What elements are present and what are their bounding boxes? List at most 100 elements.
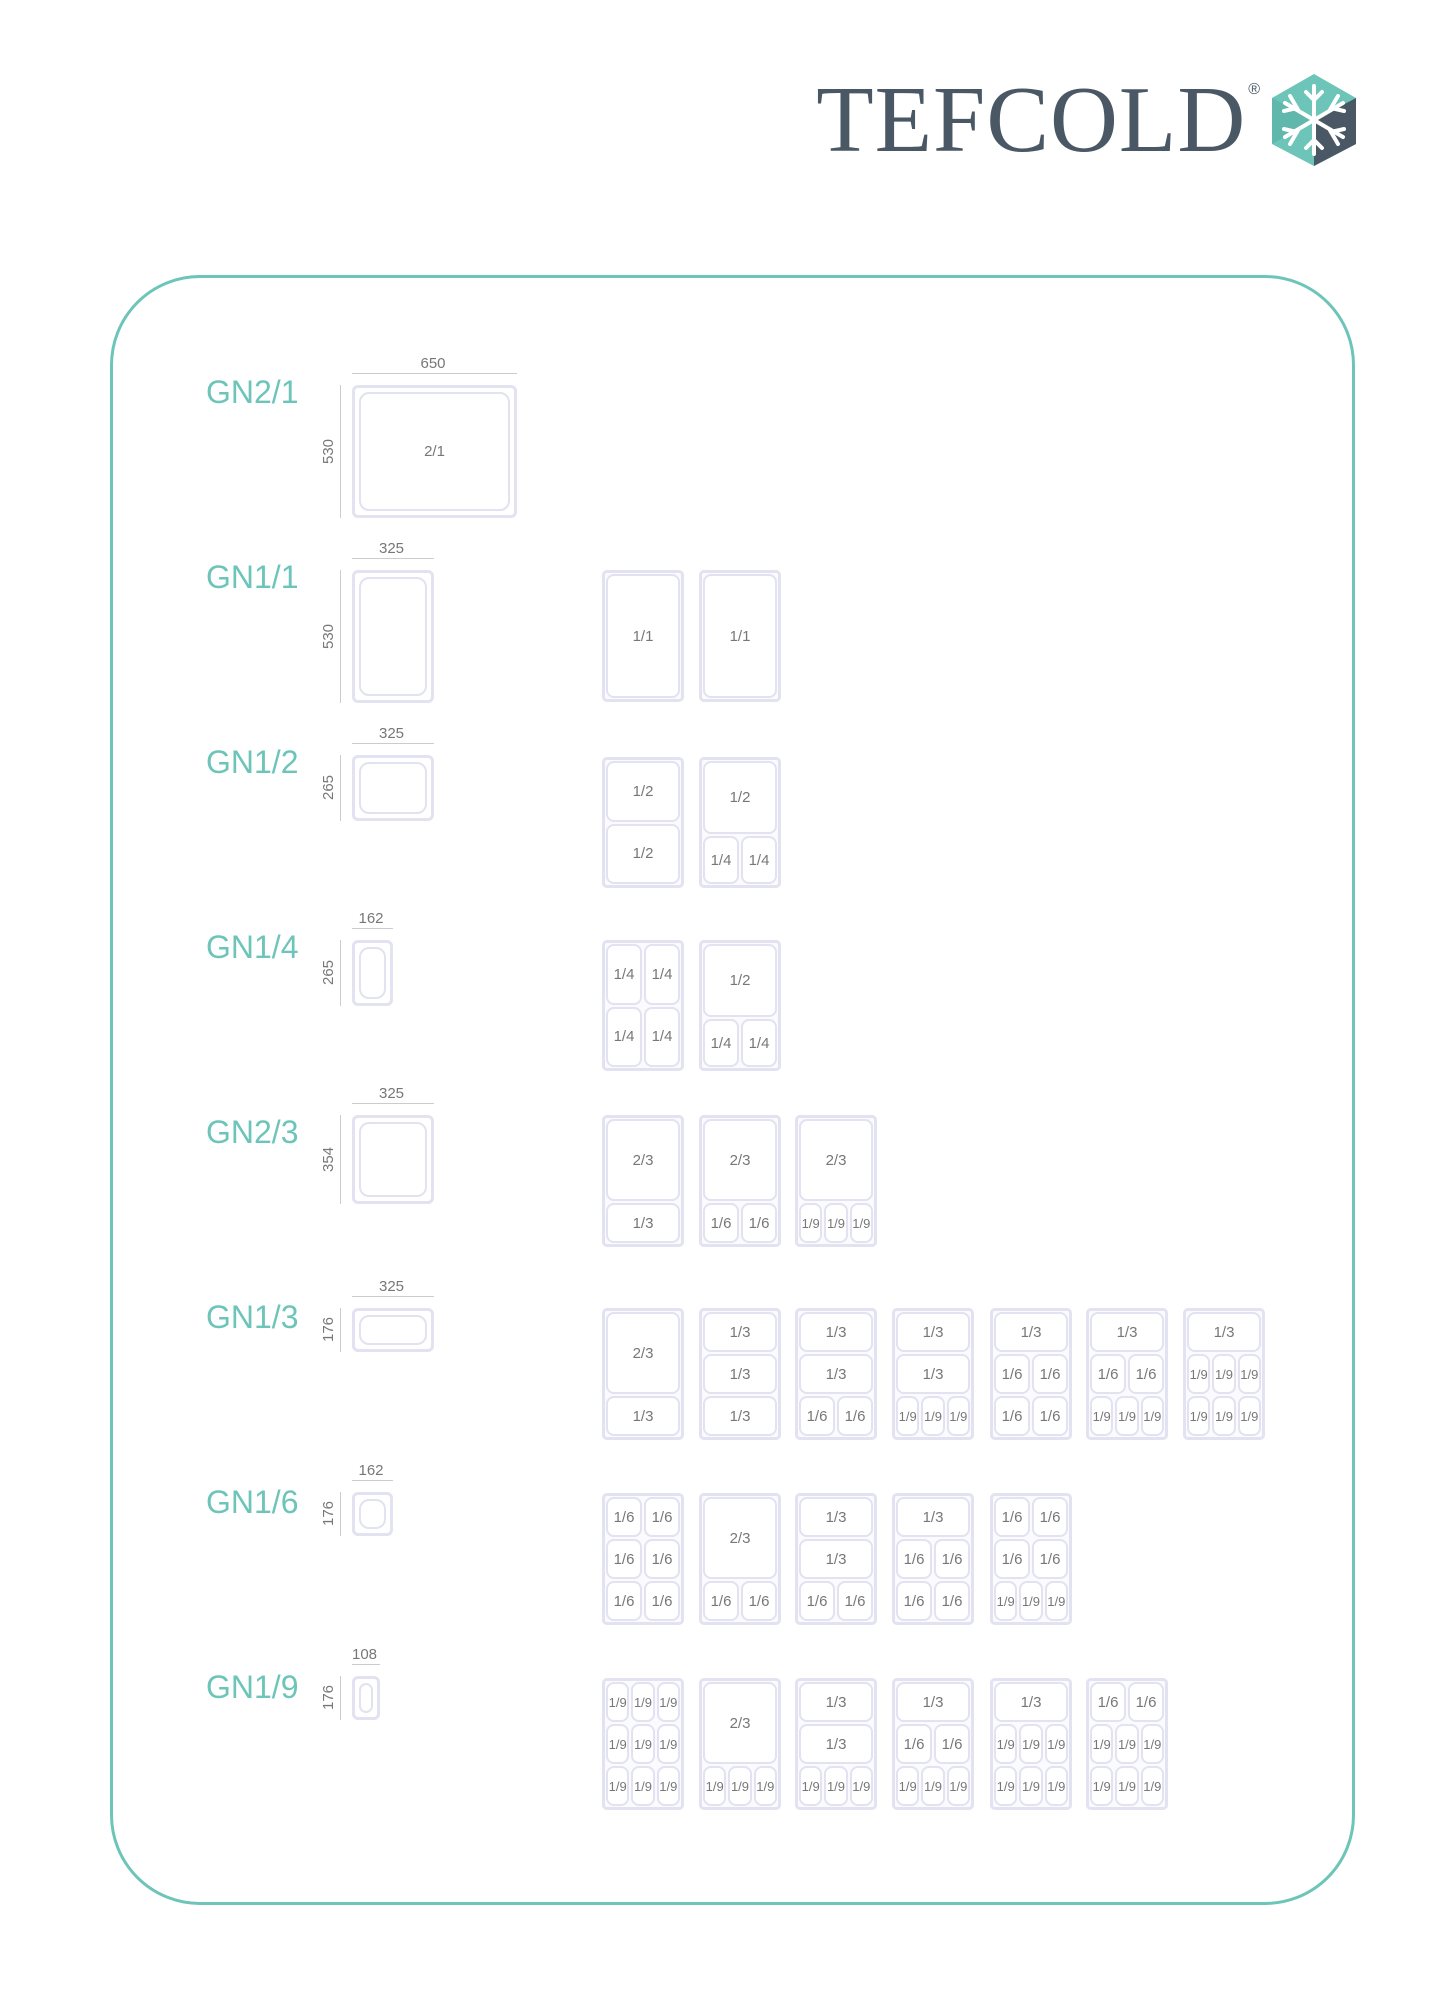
pan-cell-label: 1/6 [1135,1693,1157,1711]
pan-cell: 1/6 [741,1203,777,1243]
pan-cell-label: 1/6 [1039,1508,1061,1526]
pan-cell: 1/9 [946,1766,970,1806]
pan-cell: 1/6 [837,1581,873,1621]
pan-cell-label: 1/9 [730,1778,750,1794]
width-dimension-line [352,928,393,929]
pan-cell-label: 1/9 [1214,1408,1234,1424]
pan-cell: 1/6 [799,1581,835,1621]
pan-cell: 1/3 [896,1682,970,1722]
pan-cell-label: 1/3 [1213,1323,1235,1341]
height-dimension: 176 [320,1316,338,1343]
pan-cell-label: 1/9 [949,1408,968,1424]
height-dimension-line [340,1308,341,1352]
pan-cell-label: 1/4 [710,851,732,869]
gn-pan-outline [352,1115,434,1204]
pan-cell: 1/6 [644,1539,680,1579]
pan-cell-label: 1/3 [1020,1693,1042,1711]
height-dimension: 265 [320,959,338,986]
pan-cell-label: 1/6 [1097,1365,1119,1383]
pan-cell-label: 1/9 [1117,1408,1137,1424]
pan-cell: 1/6 [1032,1354,1068,1394]
pan-cell-label: 1/9 [705,1778,724,1794]
pan-cell-label: 1/9 [1021,1736,1041,1752]
height-dimension-line [340,940,341,1006]
pan-cell: 1/9 [921,1766,945,1806]
pan-cell-label: 1/6 [1001,1365,1023,1383]
pan-cell-label: 1/3 [729,1365,751,1383]
pan-cell: 1/9 [1044,1724,1068,1764]
pan-cell-label: 1/6 [710,1592,732,1610]
pan-cell-label: 1/3 [1020,1323,1042,1341]
pan-cell-label: 1/6 [903,1592,925,1610]
pan-cell-label: 1/9 [659,1694,678,1710]
height-dimension: 530 [320,438,338,464]
pan-cell-label: 1/9 [608,1694,627,1710]
snowflake-icon [1272,74,1356,166]
pan-cell: 1/3 [896,1354,970,1394]
width-dimension: 108 [352,1646,378,1663]
pan-cell: 1/9 [1140,1396,1164,1436]
pan-cell-label: 1/3 [632,1214,654,1232]
pan-cell-label: 1/6 [1135,1365,1157,1383]
pan-cell: 1/9 [703,1766,727,1806]
pan-cell-label: 1/4 [651,965,673,983]
height-dimension: 530 [320,623,338,649]
pan-cell: 1/6 [741,1581,777,1621]
pan-cell-label: 2/3 [729,1529,751,1547]
gn-pan-inner [359,1499,386,1529]
pan-cell-label: 1/3 [922,1365,944,1383]
gn-pan-inner [359,1315,427,1345]
pan-cell: 1/9 [656,1766,680,1806]
gn-size-label: GN1/9 [206,1669,299,1705]
pan-cell-label: 1/3 [825,1508,847,1526]
gn-pan-outline [352,1676,380,1720]
width-dimension: 325 [379,1085,405,1102]
height-dimension: 176 [320,1684,338,1711]
gn-size-label: GN1/2 [206,744,299,780]
pan-cell: 1/9 [1090,1396,1114,1436]
pan-cell-label: 1/3 [922,1508,944,1526]
pan-cell: 1/9 [1212,1396,1236,1436]
pan-cell: 1/9 [1044,1581,1068,1621]
width-dimension-line [352,1103,434,1104]
pan-cell: 1/6 [644,1497,680,1537]
pan-cell: 1/6 [703,1581,739,1621]
gn-pan-outline [352,1492,393,1536]
pan-cell: 1/6 [606,1497,642,1537]
pan-cell: 1/9 [921,1396,945,1436]
pan-cell-label: 1/4 [748,1034,770,1052]
width-dimension-line [352,1296,434,1297]
pan-cell: 1/3 [703,1396,777,1436]
pan-cell: 1/2 [606,823,680,884]
pan-cell-label: 1/9 [923,1408,943,1424]
pan-cell: 2/3 [703,1497,777,1579]
pan-cell: 1/9 [896,1396,920,1436]
pan-cell-label: 1/6 [1001,1407,1023,1425]
pan-cell-label: 1/9 [1143,1778,1162,1794]
pan-cell-label: 1/9 [1021,1778,1041,1794]
pan-cell: 1/9 [994,1724,1018,1764]
pan-cell: 1/6 [1032,1539,1068,1579]
height-dimension: 354 [320,1146,338,1172]
pan-cell-label: 1/9 [1117,1778,1137,1794]
pan-cell: 1/6 [1032,1396,1068,1436]
pan-cell-label: 1/9 [1092,1408,1111,1424]
pan-cell: 1/4 [644,944,680,1005]
pan-cell: 1/4 [606,1006,642,1067]
pan-cell-label: 1/9 [801,1215,820,1231]
pan-cell: 1/9 [1187,1396,1211,1436]
pan-cell: 1/6 [1128,1682,1164,1722]
height-dimension-line [340,1115,341,1204]
pan-cell-label: 1/9 [1189,1366,1208,1382]
pan-cell-label: 2/3 [825,1151,847,1169]
pan-cell-label: 1/6 [1039,1365,1061,1383]
pan-cell-label: 1/6 [806,1592,828,1610]
pan-cell: 1/6 [934,1724,970,1764]
pan-cell: 1/9 [753,1766,777,1806]
pan-cell-label: 1/6 [748,1214,770,1232]
brand-name: TEFCOLD [816,68,1247,172]
pan-cell: 1/4 [606,944,642,1005]
gn-size-label: GN1/3 [206,1299,299,1335]
pan-cell: 1/3 [1090,1312,1164,1352]
pan-cell: 1/9 [631,1682,655,1722]
